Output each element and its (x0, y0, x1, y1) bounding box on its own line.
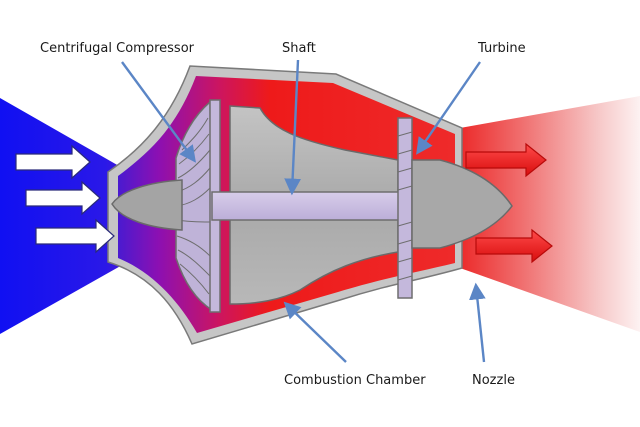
turbine-disc (397, 117, 413, 299)
exhaust-arrows (465, 142, 553, 264)
nozzle-label: Nozzle (472, 373, 515, 388)
turbine-leader (416, 61, 481, 155)
nose-cone (111, 179, 183, 231)
intake-arrows (15, 144, 115, 254)
shaft (211, 191, 405, 221)
leader-lines (121, 59, 486, 363)
hollow-right-arrow-icon (25, 180, 101, 216)
shaft-label: Shaft (282, 41, 316, 56)
turbine-blades (397, 131, 413, 281)
combustion-leader (283, 301, 347, 363)
red-right-arrow-icon (465, 142, 547, 178)
nozzle-leader (469, 282, 486, 363)
tail-cone (411, 159, 513, 249)
combustion-label: Combustion Chamber (284, 373, 426, 388)
compressor-label: Centrifugal Compressor (40, 41, 195, 56)
hollow-right-arrow-icon (15, 144, 91, 180)
compressor-leader (121, 61, 196, 163)
red-right-arrow-icon (475, 228, 553, 264)
hollow-right-arrow-icon (35, 218, 115, 254)
turbine-label: Turbine (477, 41, 526, 56)
shaft-leader (284, 59, 302, 196)
